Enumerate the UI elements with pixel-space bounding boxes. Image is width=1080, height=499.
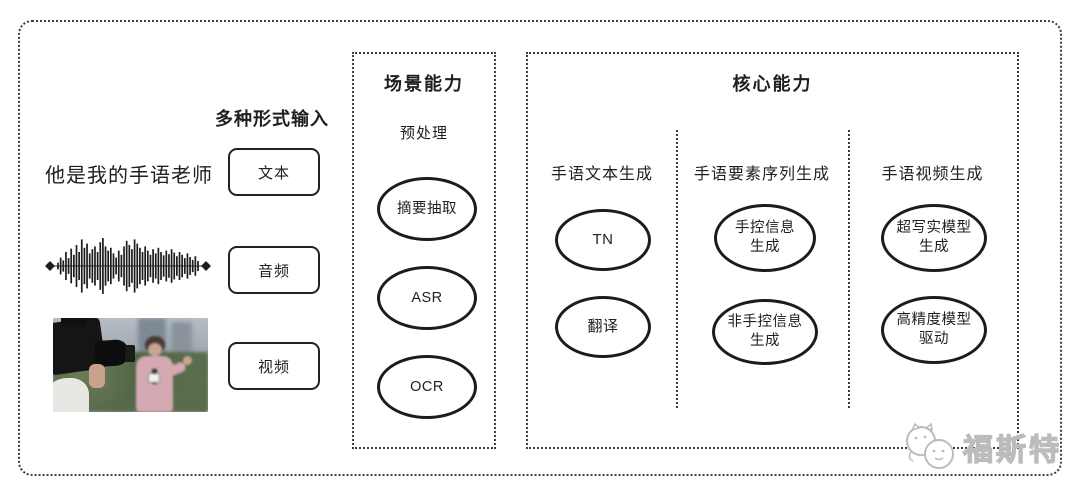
- node-hyperrealistic-model-generation: 超写实模型 生成: [881, 204, 987, 272]
- column-label-sign-element-sequence-generation: 手语要素序列生成: [693, 166, 830, 183]
- node-label: 摘要抽取: [397, 200, 457, 217]
- camera-top-icon: [61, 318, 87, 327]
- video-reporter-figure: [133, 336, 193, 412]
- node-label-line1: 手控信息: [735, 220, 795, 237]
- video-building-shape: [170, 321, 193, 360]
- reporter-jacket: [136, 356, 173, 412]
- reporter-hand: [183, 356, 192, 365]
- sample-sentence: 他是我的手语老师: [45, 165, 213, 187]
- photographer-shoulder: [53, 378, 89, 412]
- microphone-logo: [148, 373, 160, 383]
- node-asr: ASR: [377, 266, 477, 330]
- preprocess-label: 预处理: [399, 125, 448, 142]
- node-summary-extraction: 摘要抽取: [377, 177, 477, 241]
- input-type-audio-label: 音频: [257, 262, 290, 280]
- reporter-face: [148, 343, 162, 356]
- node-label-line1: 高精度模型: [896, 312, 972, 329]
- node-label: 翻译: [587, 318, 619, 336]
- audio-waveform-icon: [45, 238, 211, 294]
- watermark: 福斯特: [899, 422, 1062, 472]
- core-capability-box: 核心能力 手语文本生成 手语要素序列生成 手语视频生成 TN 翻译 手控信息 生…: [526, 52, 1019, 449]
- video-thumbnail: [53, 318, 208, 412]
- node-label-line2: 生成: [919, 239, 949, 255]
- column-divider: [676, 130, 678, 408]
- input-type-video-box: 视频: [228, 342, 320, 390]
- camera-lens-tip-icon: [125, 345, 135, 362]
- node-label-line2: 驱动: [919, 331, 949, 347]
- node-tn: TN: [555, 209, 651, 271]
- node-translation: 翻译: [555, 296, 651, 358]
- input-section-heading: 多种形式输入: [215, 109, 329, 129]
- input-type-audio-box: 音频: [228, 246, 320, 294]
- node-manual-info-generation: 手控信息 生成: [714, 204, 816, 272]
- node-label: TN: [592, 231, 614, 249]
- photographer-hand: [89, 364, 105, 388]
- node-non-manual-info-generation: 非手控信息 生成: [712, 299, 818, 365]
- column-divider: [848, 130, 850, 408]
- core-box-title: 核心能力: [732, 74, 813, 94]
- node-label-line1: 非手控信息: [727, 314, 803, 331]
- mascot-icon: [906, 422, 954, 469]
- node-label-line2: 生成: [750, 333, 780, 349]
- column-label-sign-text-generation: 手语文本生成: [550, 166, 653, 183]
- outer-dashed-border: [18, 20, 1062, 476]
- scene-box-title: 场景能力: [384, 74, 464, 94]
- column-label-sign-video-generation: 手语视频生成: [881, 166, 984, 183]
- node-label: ASR: [411, 289, 443, 306]
- node-high-precision-model-driving: 高精度模型 驱动: [881, 296, 987, 364]
- node-label-line1: 超写实模型: [896, 220, 972, 237]
- node-ocr: OCR: [377, 355, 477, 419]
- watermark-text: 福斯特: [962, 433, 1062, 467]
- input-type-text-label: 文本: [257, 164, 290, 182]
- scene-capability-box: 场景能力 预处理 摘要抽取 ASR OCR: [352, 52, 496, 449]
- input-type-video-label: 视频: [257, 358, 290, 376]
- node-label-line2: 生成: [750, 239, 780, 255]
- node-label: OCR: [410, 378, 444, 395]
- input-type-text-box: 文本: [228, 148, 320, 196]
